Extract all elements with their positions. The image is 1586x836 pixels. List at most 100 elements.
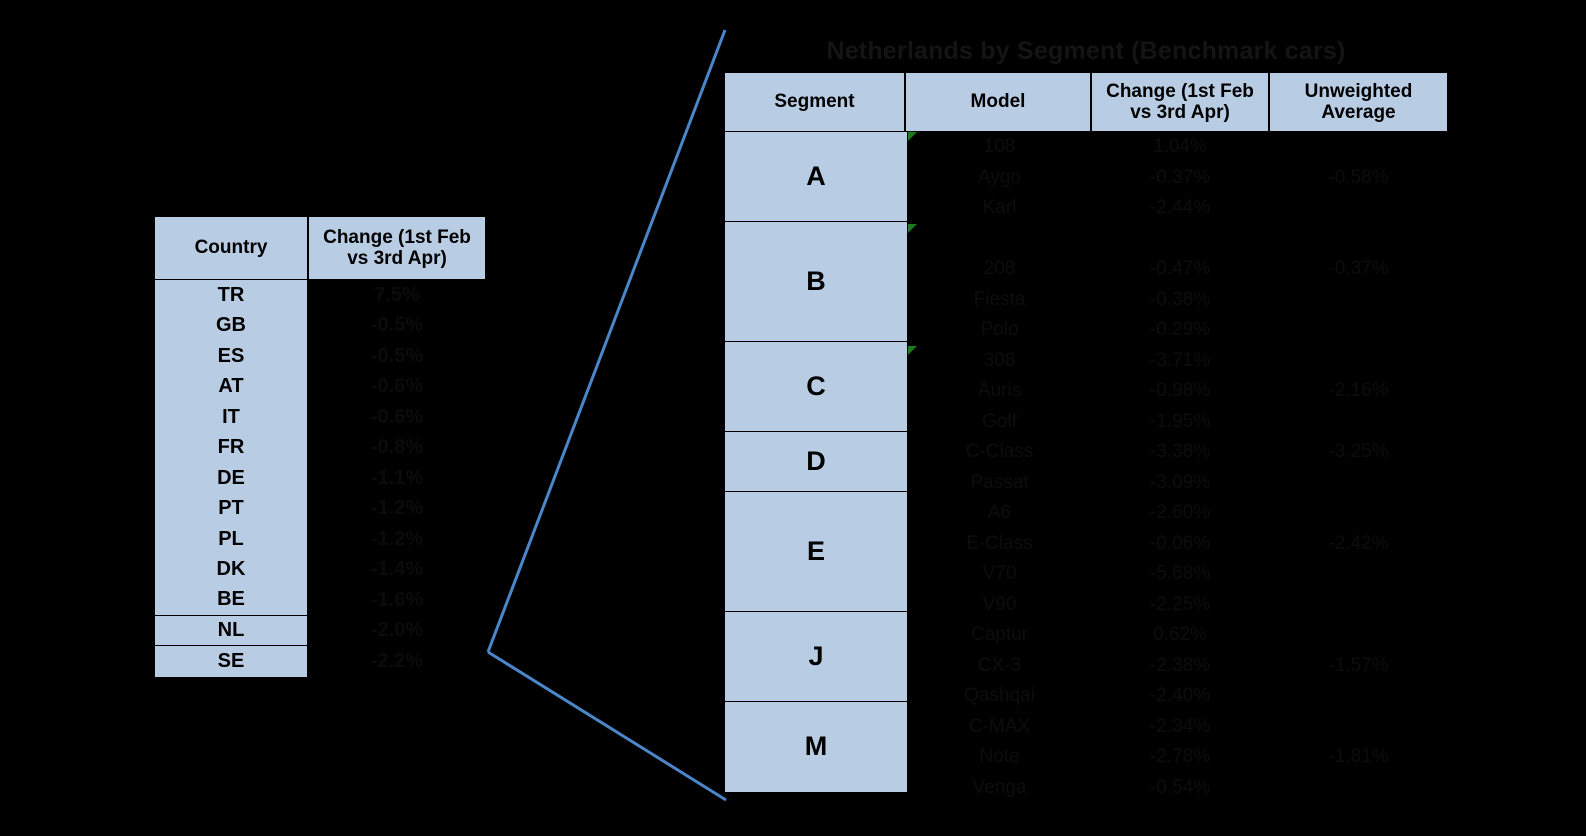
segment-model-row: C-MAX-2.34% (908, 712, 1448, 743)
segment-average-cell: -2.42% (1328, 532, 1389, 554)
header-model: Model (905, 72, 1091, 132)
segment-label-a: A (724, 130, 908, 222)
change-cell-highlighted: -2.0% (370, 619, 424, 642)
country-cell: ES (217, 344, 245, 367)
model-change-cell: -3.38% (1149, 441, 1211, 463)
country-cell: SE (217, 649, 245, 672)
model-name-cell: Aygo (978, 166, 1021, 188)
model-change-cell: -0.47% (1149, 258, 1211, 280)
segment-label-text: B (806, 266, 826, 296)
segment-model-row: E-Class-0.06%-2.42% (908, 529, 1448, 560)
segment-label-m: M (724, 701, 908, 793)
model-change-cell: -2.44% (1149, 197, 1211, 219)
segment-average-cell: -3.25% (1328, 441, 1389, 463)
model-name-cell: C-Class (965, 441, 1034, 463)
model-name-cell: V70 (982, 563, 1017, 585)
country-cell: PT (218, 497, 244, 520)
segment-model-row: Auris-0.98%-2.16% (908, 376, 1448, 407)
change-cell: -1.2% (370, 527, 424, 550)
country-cell-highlighted: NL (155, 616, 307, 646)
segment-table-header-row: Segment Model Change (1st Feb vs 3rd Apr… (724, 72, 1448, 132)
segment-data-column: 108 1.04% Aygo -0.37% -0.58% Karl-2.44% 208 -0.… (908, 132, 1448, 803)
model-change-cell: -0.37% (1149, 166, 1211, 188)
change-cell: 7.5% (374, 283, 420, 306)
change-cell: -1.6% (370, 588, 424, 611)
country-table-body: TR GB ES AT IT FR DE PT PL DK BE NL SE 7… (154, 280, 486, 678)
country-column: TR GB ES AT IT FR DE PT PL DK BE NL SE (154, 280, 308, 678)
model-name-cell: 108 (983, 136, 1016, 158)
model-change-cell: 1.04% (1153, 136, 1207, 158)
country-cell: IT (222, 405, 240, 428)
segment-label-text: M (804, 731, 828, 762)
segment-model-row: Note-2.78%-1.81% (908, 742, 1448, 773)
model-change-cell: -0.38% (1149, 288, 1211, 310)
model-change-cell: -2.78% (1149, 746, 1211, 768)
model-name-cell: 208 (983, 258, 1016, 280)
model-change-cell: -5.68% (1149, 563, 1211, 585)
change-cell: -0.5% (370, 344, 424, 367)
segment-model-row (908, 224, 1448, 255)
model-change-cell: -2.60% (1149, 502, 1211, 524)
model-name-cell: 308 (983, 349, 1016, 371)
segment-model-row: Polo -0.29% (908, 315, 1448, 346)
change-cell: -1.4% (370, 558, 424, 581)
netherlands-segment-table: Segment Model Change (1st Feb vs 3rd Apr… (724, 72, 1448, 803)
country-cell: PL (218, 527, 244, 550)
segment-model-row: V70 -5.68% (908, 559, 1448, 590)
segment-average-cell: -2.16% (1328, 380, 1389, 402)
model-name-cell: Passat (970, 471, 1029, 493)
model-change-cell: -0.54% (1149, 776, 1211, 798)
model-name-cell: Venga (972, 776, 1027, 798)
segment-column: A B C D E J M (724, 130, 908, 803)
connector-line-top (486, 29, 727, 653)
segment-model-row: Passat -3.09% (908, 468, 1448, 499)
change-cell: -0.5% (370, 314, 424, 337)
segment-average-cell: -0.37% (1328, 258, 1389, 280)
model-name-cell: Polo (980, 319, 1019, 341)
segment-label-text: E (806, 536, 825, 566)
model-change-cell: -3.09% (1149, 471, 1211, 493)
change-cell: -0.6% (370, 375, 424, 398)
change-cell: -0.8% (370, 436, 424, 459)
model-name-cell: Golf (982, 410, 1017, 432)
model-name-cell: Fiesta (973, 288, 1026, 310)
model-change-cell: -3.71% (1149, 349, 1211, 371)
model-name-cell: Note (979, 746, 1020, 768)
segment-model-row: Golf-1.95% (908, 407, 1448, 438)
segment-label-b: B (724, 220, 908, 343)
model-change-cell: -0.29% (1149, 319, 1211, 341)
segment-model-row: Venga -0.54% (908, 773, 1448, 804)
model-name-cell: CX-3 (977, 654, 1022, 676)
segment-label-text: C (806, 371, 826, 402)
change-cell: -0.6% (370, 405, 424, 428)
segment-label-j: J (724, 611, 908, 703)
country-cell: DK (216, 558, 246, 581)
segment-model-row: 208 -0.47% -0.37% (908, 254, 1448, 285)
right-table-title: Netherlands by Segment (Benchmark cars) (826, 36, 1346, 65)
segment-average-cell: -1.57% (1328, 654, 1389, 676)
segment-model-row: Fiesta -0.38% (908, 285, 1448, 316)
segment-model-row: Qashqai-2.40% (908, 681, 1448, 712)
segment-label-text: J (808, 641, 824, 672)
segment-model-row: V90 -2.25% (908, 590, 1448, 621)
comment-marker-icon (908, 132, 917, 141)
segment-model-row: 308 -3.71% (908, 346, 1448, 377)
segment-label-e: E (724, 490, 908, 613)
segment-label-text: D (806, 446, 826, 476)
segment-model-row: Karl-2.44% (908, 193, 1448, 224)
segment-label-d: D (724, 431, 908, 492)
country-cell: BE (155, 585, 307, 616)
segment-average-cell: -0.58% (1328, 166, 1389, 188)
model-name-cell: Captur (970, 624, 1029, 646)
segment-model-row: CX-3-2.38%-1.57% (908, 651, 1448, 682)
country-cell: TR (217, 283, 245, 306)
country-change-column: 7.5% -0.5% -0.5% -0.6% -0.6% -0.8% -1.1%… (308, 280, 486, 678)
country-table-header-row: Country Change (1st Feb vs 3rd Apr) (154, 216, 486, 280)
model-name-cell: E-Class (966, 532, 1033, 554)
change-cell: -1.2% (370, 497, 424, 520)
comment-marker-icon (908, 345, 917, 355)
model-change-cell: -2.25% (1149, 593, 1211, 615)
model-name-cell: V90 (982, 593, 1017, 615)
